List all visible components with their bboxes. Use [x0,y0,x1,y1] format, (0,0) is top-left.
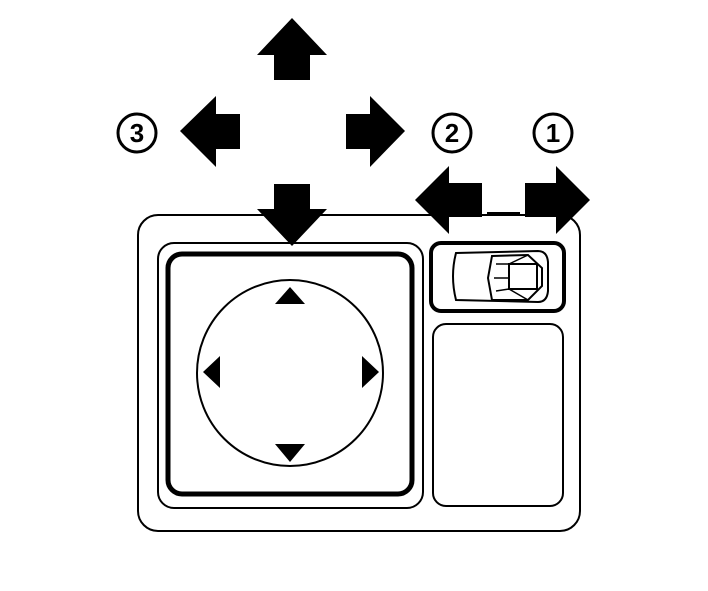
selector-knob-edge-diag2 [508,288,529,301]
callout-1-label: 1 [546,118,560,148]
arrow-up-icon [257,18,327,80]
triangle-down-icon [275,444,305,462]
selector-arrow-left-icon [415,166,482,234]
callout-3: 3 [116,112,158,154]
callout-3-label: 3 [130,118,144,148]
triangle-right-icon [362,356,379,388]
switch-panel-outer [137,214,581,532]
selector-center-mark [487,212,520,215]
callout-3-circle [116,112,158,154]
triangle-left-icon [203,356,220,388]
triangle-up-icon [275,287,305,304]
selector-knob-edge-diag1 [508,254,529,265]
arrow-right-icon [346,96,405,167]
switch-panel-inner [157,242,424,509]
selector-knob-edge-bot [495,288,510,292]
selector-arrows [415,166,590,234]
callout-2-circle [431,112,473,154]
selector-knob[interactable] [452,249,549,304]
callout-1: 1 [532,112,574,154]
selector-arrow-right-icon [525,166,590,234]
direction-pad-dial[interactable] [196,279,384,467]
arrow-left-icon [180,96,240,167]
selector-knob-face [508,263,538,290]
direction-pad-markers [203,287,379,462]
callout-2-label: 2 [445,118,459,148]
blank-button[interactable] [432,323,564,507]
callout-2: 2 [431,112,473,154]
direction-arrows [180,18,405,246]
callout-1-circle [532,112,574,154]
